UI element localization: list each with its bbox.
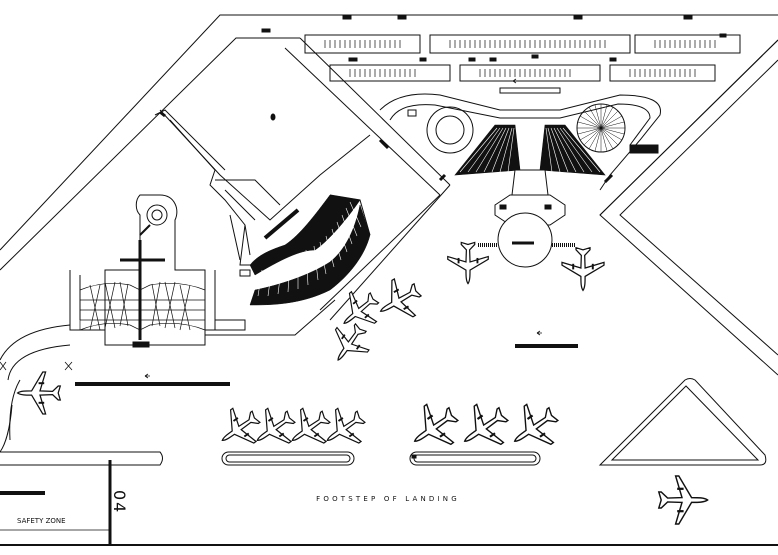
safety-zone-label: SAFETY ZONE bbox=[17, 517, 66, 525]
tower-complex bbox=[69, 194, 216, 348]
apron-islands bbox=[221, 378, 767, 466]
footstep-label: FOOTSTEP OF LANDING bbox=[316, 495, 460, 503]
pier-lattice bbox=[79, 281, 206, 331]
site-boundary bbox=[0, 14, 778, 376]
access-roads bbox=[284, 37, 778, 321]
runway-markings bbox=[0, 78, 778, 546]
runway-number-label: 04 bbox=[110, 490, 129, 514]
terminal-east bbox=[379, 87, 661, 268]
taxiway-west bbox=[0, 324, 163, 466]
parking-lots bbox=[261, 15, 741, 82]
terminal-central bbox=[154, 109, 390, 336]
